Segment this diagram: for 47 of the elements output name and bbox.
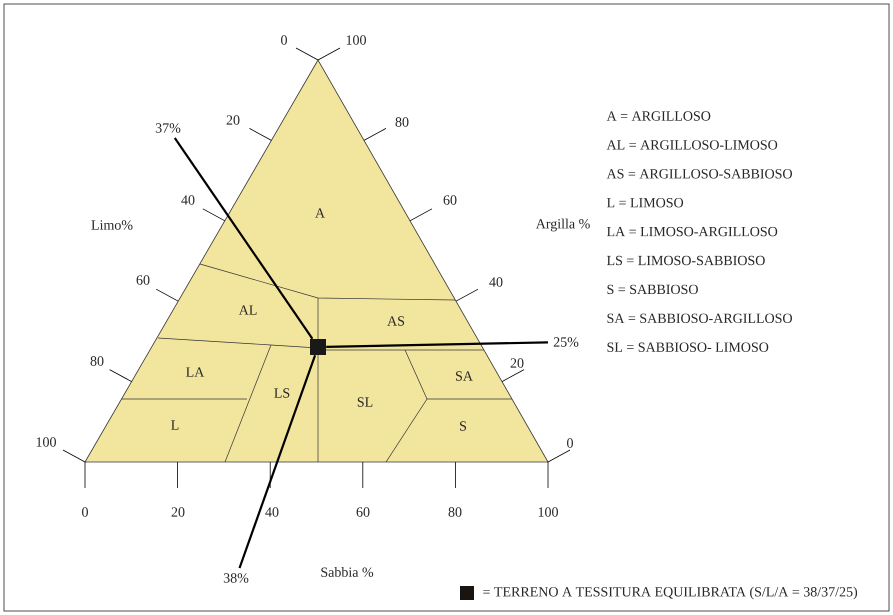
reading-line bbox=[326, 341, 548, 348]
tick-label: 100 bbox=[538, 507, 558, 517]
tick-label: 40 bbox=[181, 195, 194, 205]
key-entry: AS = ARGILLOSO-SABBIOSO bbox=[606, 169, 792, 178]
tick-label: 80 bbox=[396, 117, 408, 127]
tick-label: 80 bbox=[448, 507, 462, 517]
tick-label: 40 bbox=[265, 507, 278, 517]
key-entry: A = ARGILLOSO bbox=[606, 111, 710, 121]
key-entry: SL = SABBIOSO- LIMOSO bbox=[607, 342, 768, 352]
reading-line bbox=[238, 354, 316, 568]
tick-label: 0 bbox=[567, 438, 573, 448]
legend-text: = TERRENO A TESSITURA EQUILIBRATA (S/L/A = 38/37/25) bbox=[483, 586, 858, 600]
tick-label: 60 bbox=[136, 275, 150, 285]
tick-label: 60 bbox=[356, 507, 370, 517]
region-label: LA bbox=[186, 367, 204, 377]
axis-title: Argilla % bbox=[536, 218, 590, 232]
region-label: AS bbox=[387, 316, 404, 326]
region-label: S bbox=[460, 421, 466, 431]
key-entry: L = LIMOSO bbox=[606, 198, 684, 208]
key-entry: AL = ARGILLOSO-LIMOSO bbox=[606, 140, 778, 150]
tick-label: 20 bbox=[226, 115, 240, 125]
tick-label: 100 bbox=[346, 35, 366, 45]
reading-line bbox=[174, 137, 314, 340]
key-entry: SA = SABBIOSO-ARGILLOSO bbox=[607, 314, 792, 323]
percent-label: 38% bbox=[224, 573, 248, 583]
key-entry: S = SABBIOSO bbox=[607, 284, 698, 294]
sample-point bbox=[310, 339, 326, 355]
region-label: AL bbox=[238, 305, 256, 315]
tick-label: 0 bbox=[281, 35, 287, 45]
region-label: A bbox=[315, 208, 325, 218]
region-label: LS bbox=[274, 388, 290, 398]
percent-label: 25% bbox=[554, 337, 578, 347]
tick-label: 80 bbox=[90, 356, 104, 366]
tick-label: 20 bbox=[510, 358, 524, 368]
region-label: L bbox=[171, 420, 178, 430]
region-label: SL bbox=[358, 397, 372, 407]
axis-title: Sabbia % bbox=[321, 567, 374, 577]
tick-label: 60 bbox=[444, 195, 456, 205]
key-entry: LA = LIMOSO-ARGILLOSO bbox=[606, 226, 778, 236]
tick-label: 100 bbox=[36, 437, 56, 447]
tick-label: 20 bbox=[172, 507, 184, 517]
percent-label: 37% bbox=[156, 123, 180, 133]
key-entry: LS = LIMOSO-SABBIOSO bbox=[606, 256, 765, 266]
tick-label: 40 bbox=[489, 277, 502, 287]
region-label: SA bbox=[456, 371, 473, 381]
tick-label: 0 bbox=[82, 507, 88, 517]
axis-title: Limo% bbox=[91, 220, 133, 230]
